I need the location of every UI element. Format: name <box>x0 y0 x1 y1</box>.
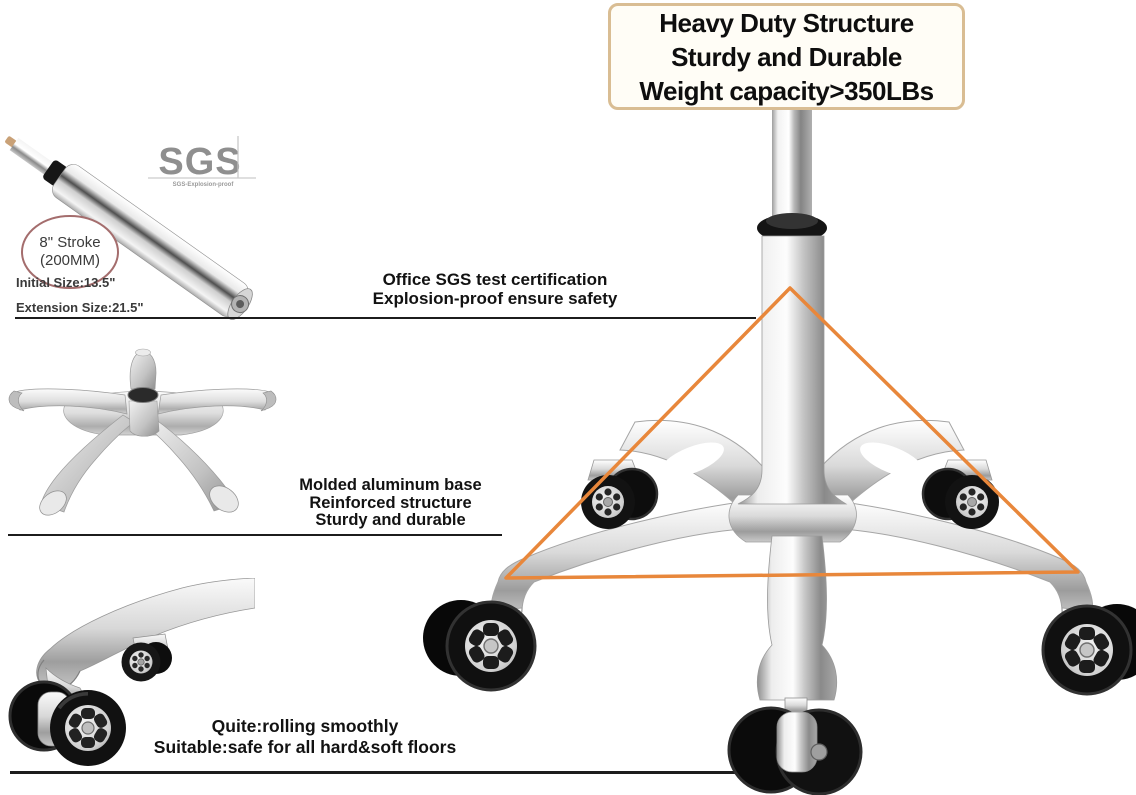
cylinder-tip <box>5 136 17 148</box>
left-caster-wheel <box>421 598 537 692</box>
divider-line-bottom <box>10 771 749 774</box>
stroke-badge-line-2: (200MM) <box>40 252 100 269</box>
rear-left-caster <box>579 458 659 531</box>
front-caster <box>727 697 863 795</box>
sgs-logo-text: SGS <box>158 141 241 183</box>
front-leg <box>756 535 838 701</box>
gas-lift-photo: SGS SGS-Explosion-proof 8" Stroke (200MM… <box>5 136 256 320</box>
base-line-2: Reinforced structure <box>309 493 472 512</box>
banner-line-1: Heavy Duty Structure <box>659 7 914 38</box>
certification-line-1: Office SGS test certification <box>382 270 608 289</box>
sgs-logo-subtext: SGS-Explosion-proof <box>173 182 235 188</box>
stroke-badge: 8" Stroke (200MM) <box>21 215 119 289</box>
lift-cylinder <box>737 235 848 505</box>
caster-closeup-photo <box>8 578 255 766</box>
stability-triangle-overlay <box>504 286 1080 580</box>
stool-base-photo <box>421 108 1136 795</box>
gas-cylinder <box>5 136 253 320</box>
base-line-1: Molded aluminum base <box>299 476 482 494</box>
initial-size-label: Initial Size:13.5" <box>16 275 115 290</box>
caster-line-1: Quite:rolling smoothly <box>211 716 399 736</box>
large-dual-caster <box>8 667 126 766</box>
caster-callout: Quite:rolling smoothly Suitable:safe for… <box>105 716 505 758</box>
right-caster-wheel <box>1041 602 1136 696</box>
base-line-3: Sturdy and durable <box>315 511 466 530</box>
divider-line-middle <box>8 534 502 536</box>
small-caster <box>121 633 172 682</box>
certification-line-2: Explosion-proof ensure safety <box>372 288 618 308</box>
extension-size-label: Extension Size:21.5" <box>16 300 144 315</box>
stroke-badge-line-1: 8" Stroke <box>39 234 100 251</box>
banner-line-2: Sturdy and Durable <box>671 41 902 72</box>
caster-line-2: Suitable:safe for all hard&soft floors <box>153 737 457 757</box>
heavy-duty-banner: Heavy Duty Structure Sturdy and Durable … <box>608 3 965 110</box>
piston-rod <box>772 108 812 224</box>
rear-right-caster <box>921 458 1001 531</box>
banner-line-3: Weight capacity>350LBs <box>639 75 934 106</box>
sgs-logo: SGS SGS-Explosion-proof <box>148 136 256 188</box>
certification-callout: Office SGS test certification Explosion-… <box>320 270 670 308</box>
base-mount-hole <box>127 387 159 403</box>
aluminum-base-photo <box>8 348 277 516</box>
aluminum-base-callout: Molded aluminum base Reinforced structur… <box>278 476 503 530</box>
divider-line-top <box>15 317 756 319</box>
